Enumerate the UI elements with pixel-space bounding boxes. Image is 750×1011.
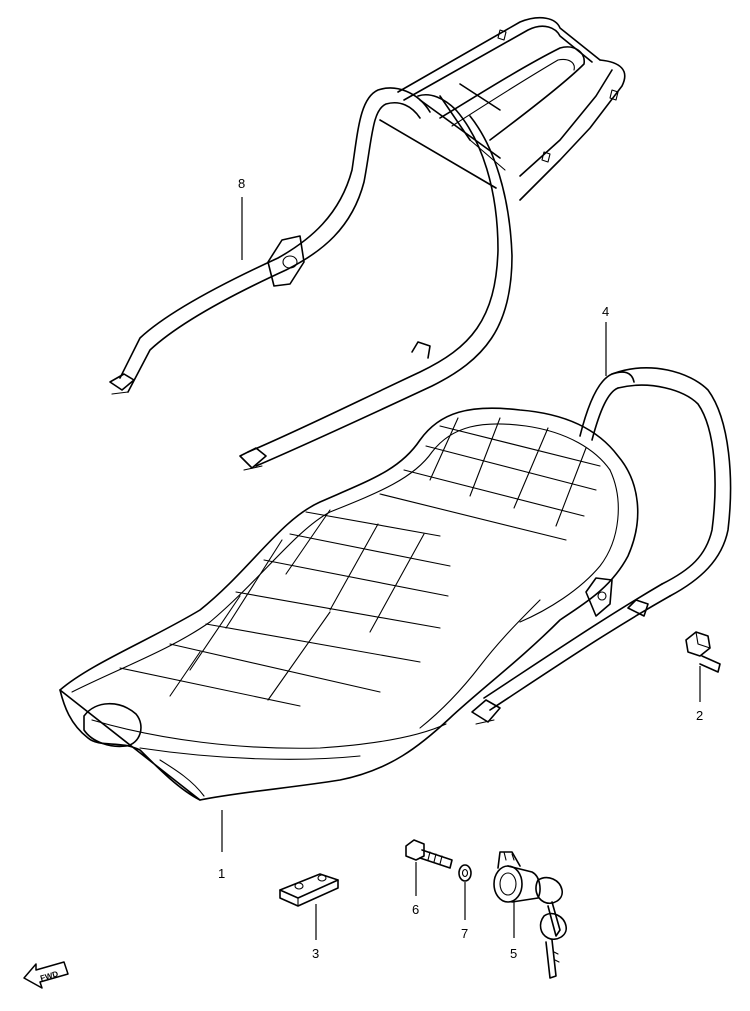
callout-5: 5 (510, 946, 517, 961)
callout-1: 1 (218, 866, 225, 881)
bolt-part-2 (685, 631, 721, 673)
plate-part-3 (279, 873, 339, 907)
seat-lock-part-5 (493, 851, 567, 979)
grab-rail-part (471, 367, 732, 725)
callout-8: 8 (238, 176, 245, 191)
seat-part (59, 407, 639, 801)
rear-carrier-part (109, 16, 626, 471)
callout-6: 6 (412, 902, 419, 917)
callout-labels: 8 4 2 1 6 7 5 3 (218, 176, 703, 961)
callout-4: 4 (602, 304, 609, 319)
callout-2: 2 (696, 708, 703, 723)
callout-7: 7 (461, 926, 468, 941)
washer-part-7 (458, 864, 472, 882)
bolt-part-6 (405, 839, 453, 869)
fwd-arrow-icon: FWD (23, 961, 69, 989)
callout-3: 3 (312, 946, 319, 961)
leader-lines (221, 197, 701, 940)
